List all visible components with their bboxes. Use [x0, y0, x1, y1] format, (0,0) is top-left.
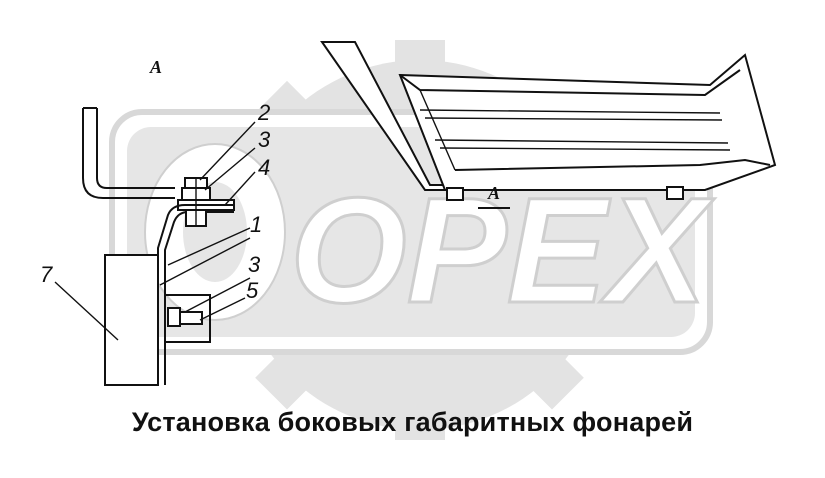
callout-3-upper: 3 [258, 127, 271, 152]
callout-7: 7 [40, 262, 53, 287]
side-platform [320, 41, 777, 201]
bolt-5 [179, 311, 203, 325]
bracket-tube [82, 107, 175, 199]
view-label-bottom: А [487, 183, 500, 203]
callout-4: 4 [258, 155, 270, 180]
callout-3-lower: 3 [248, 252, 261, 277]
leader-lines [54, 121, 256, 341]
callout-5: 5 [246, 278, 259, 303]
figure-caption: Установка боковых габаритных фонарей [131, 407, 694, 437]
side-lamp [104, 254, 211, 386]
callout-1: 1 [250, 212, 262, 237]
mounting-bracket [157, 177, 235, 385]
watermark-text: OPEX [290, 166, 715, 334]
callout-2: 2 [257, 100, 270, 125]
nut-5 [167, 307, 181, 327]
view-label-top: А [149, 57, 162, 77]
